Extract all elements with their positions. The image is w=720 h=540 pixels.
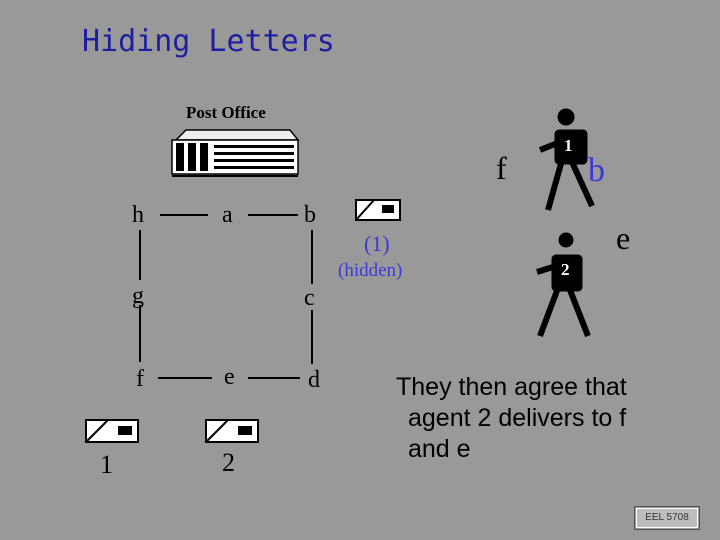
envelope-icon [205,419,259,443]
node-b: b [304,202,316,228]
agent-2-number: 2 [561,260,570,279]
envelope-1-number: 1 [100,450,113,479]
envelope-2-number: 2 [222,448,235,477]
caption-line-2: agent 2 delivers to f [408,404,627,432]
agent-1-number: 1 [564,136,573,155]
post-office-building-icon [171,129,300,177]
envelope-icon [85,419,139,443]
agent-1-letter-f: f [496,150,507,186]
walking-person-icon [536,232,591,338]
agent-1-letter-b: b [588,152,605,189]
graph-edges [139,214,313,379]
caption-line-1: They then agree that [396,373,627,401]
page-title: Hiding Letters [82,24,335,59]
node-e: e [224,364,235,390]
node-f: f [136,366,144,392]
walking-person-icon [538,108,595,211]
caption-text: They then agree that agent 2 delivers to… [396,372,686,465]
course-footer-badge: EEL 5708 [634,506,700,530]
caption-line-3: and e [408,435,471,463]
agent-2-letter-e: e [616,220,631,256]
node-h: h [132,202,144,228]
hidden-envelope-number: (1) [364,231,390,256]
node-g: g [132,283,144,309]
envelope-icon [355,199,401,221]
node-d: d [308,367,320,393]
node-c: c [304,285,315,311]
post-office-label: Post Office [186,103,266,122]
node-a: a [222,202,233,228]
hidden-envelope-label: (hidden) [338,260,403,281]
